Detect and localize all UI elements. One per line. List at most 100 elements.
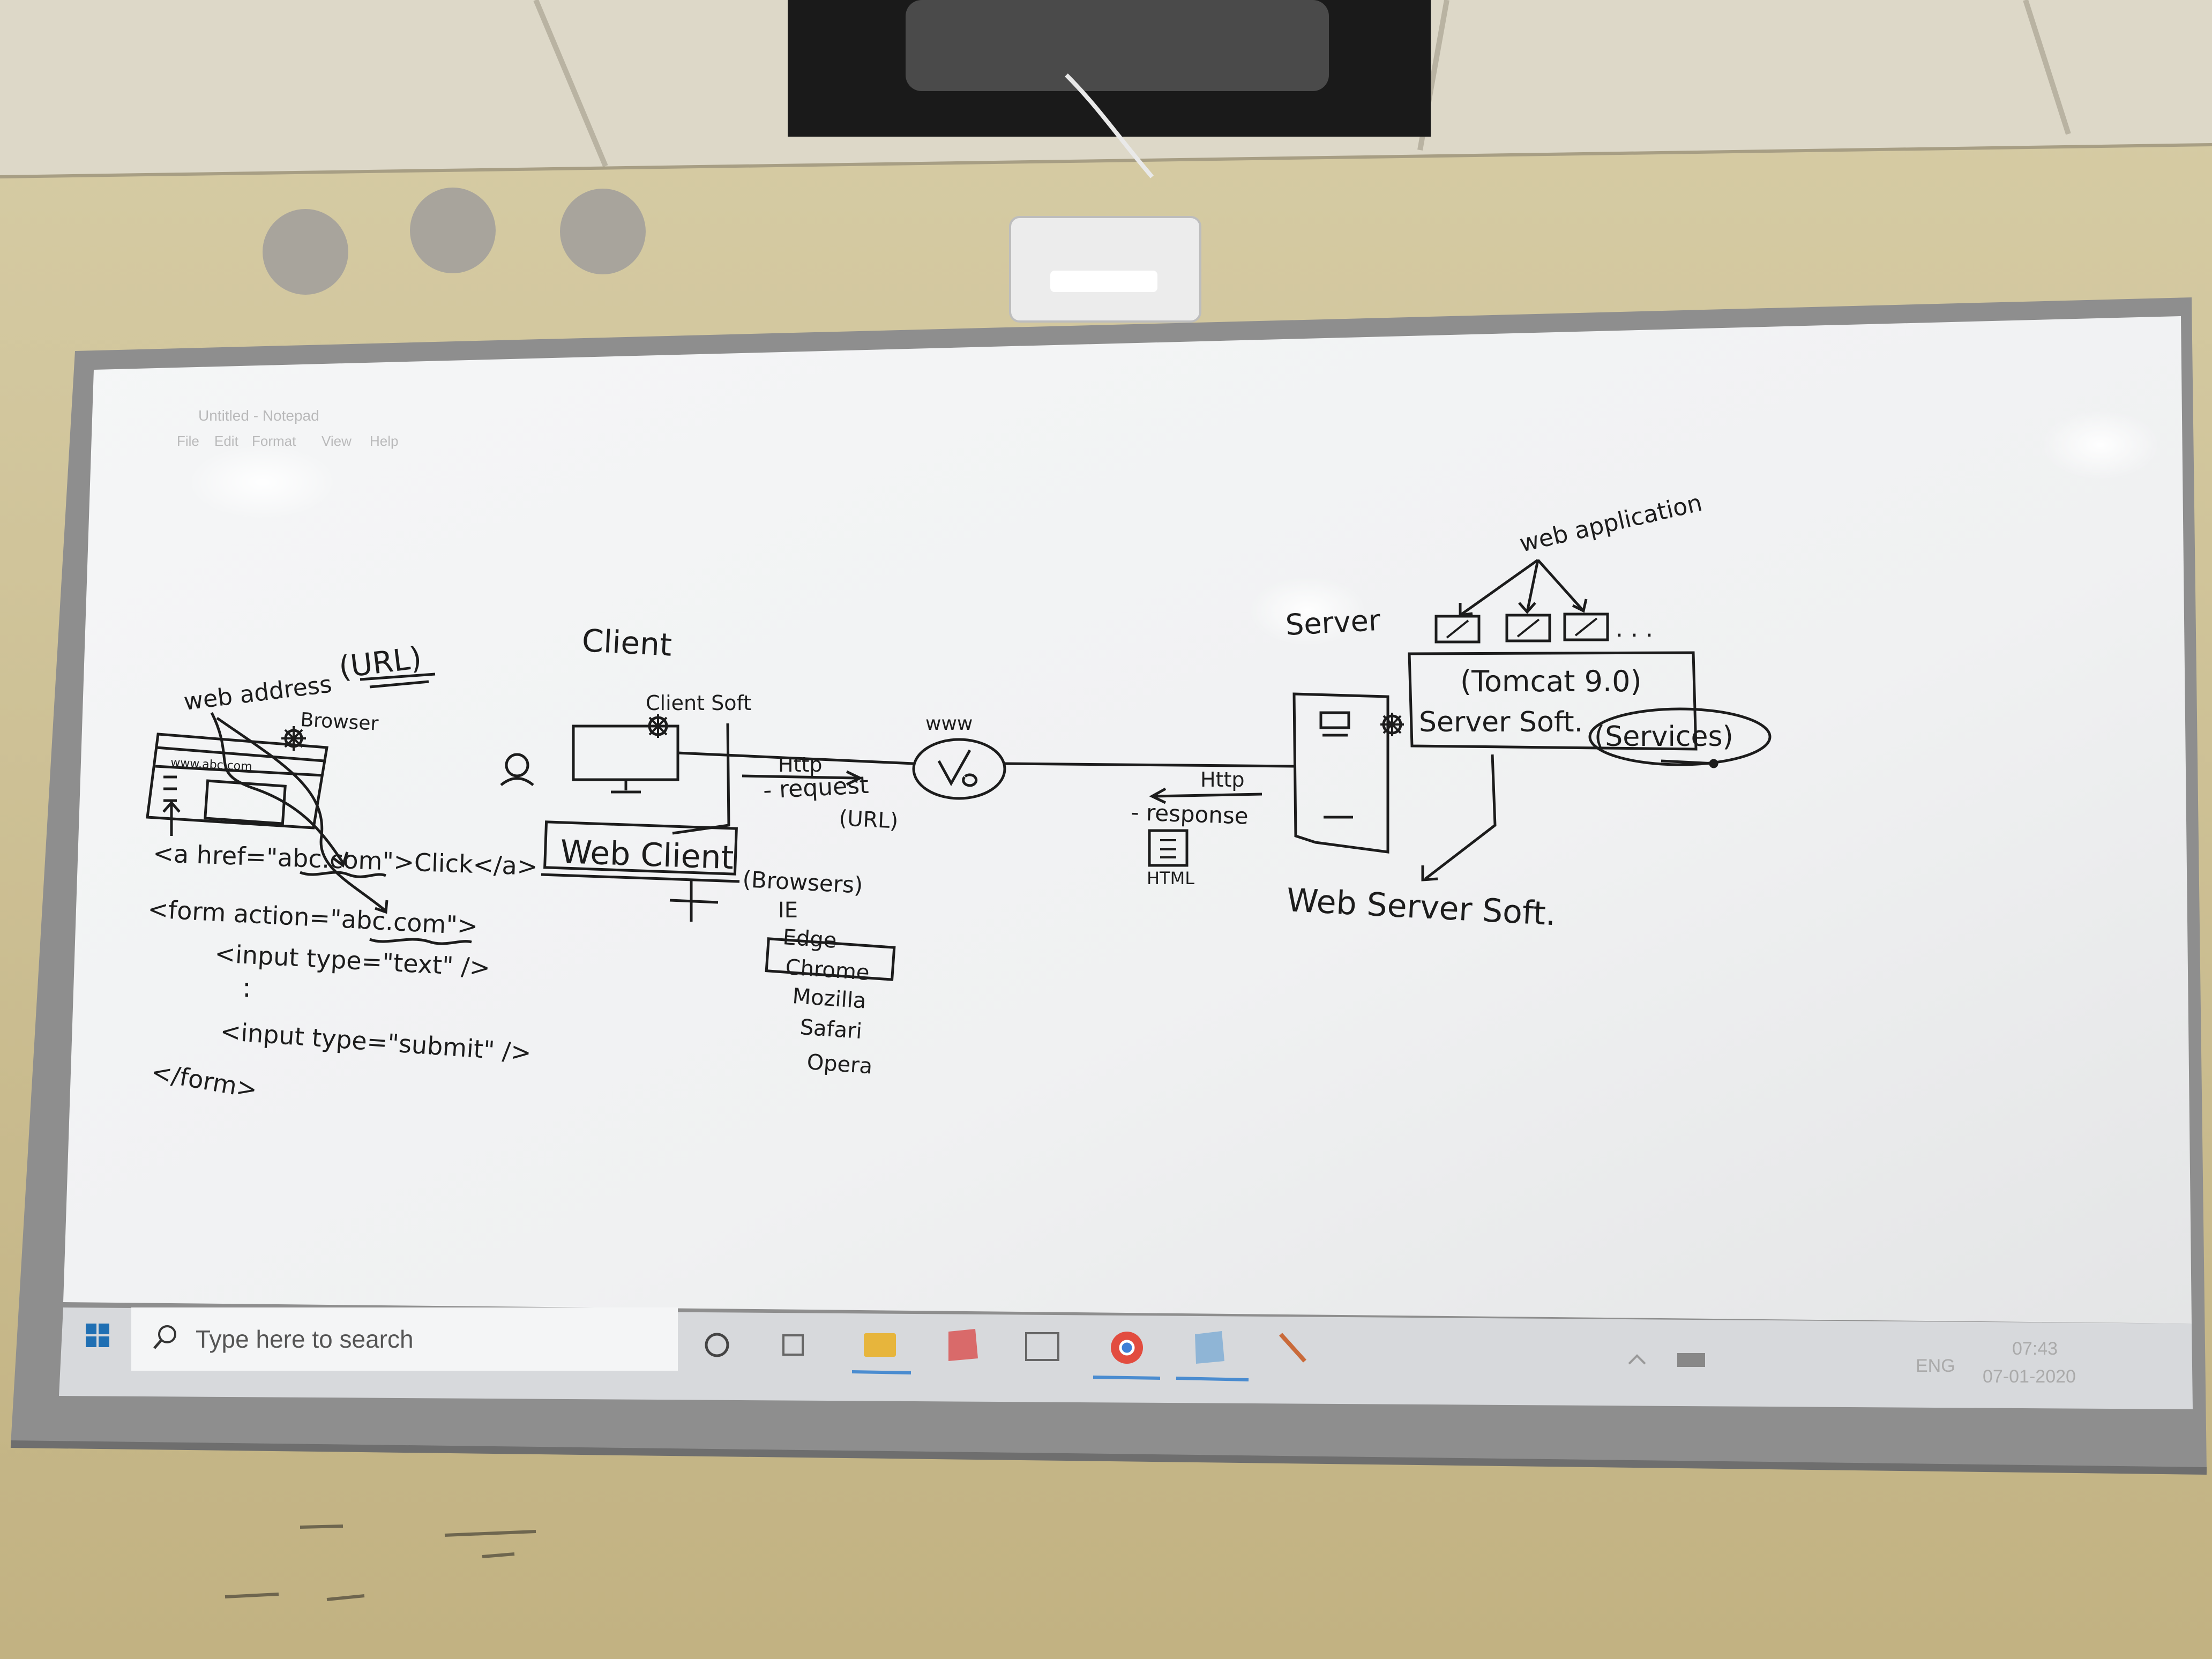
- monitor-stand: [611, 780, 641, 794]
- windows-start-icon[interactable]: [86, 1324, 109, 1347]
- browser-safari: Safari: [799, 1015, 863, 1044]
- browsers-label: (Browsers): [742, 866, 863, 899]
- request-arrowhead: [846, 770, 863, 786]
- notepad-menu-help: Help: [370, 433, 398, 449]
- html-label: HTML: [1147, 868, 1194, 888]
- url-arrow: [216, 716, 387, 912]
- html-document-lines: [1160, 839, 1176, 858]
- url-arrowhead: [331, 851, 349, 868]
- tray-battery-icon: [1677, 1353, 1705, 1367]
- browser-content-box: [204, 779, 287, 825]
- app-window-icon[interactable]: [1025, 1332, 1059, 1361]
- chrome-icon-center: [1119, 1340, 1135, 1356]
- client-section: [500, 714, 896, 981]
- http-response-label: Http: [1200, 768, 1245, 791]
- tray-date: 07-01-2020: [1983, 1366, 2076, 1387]
- web-app-box-3: [1563, 612, 1609, 641]
- html-document: [1148, 829, 1189, 867]
- notepad-icon[interactable]: [1195, 1331, 1224, 1364]
- search-icon-handle: [153, 1339, 162, 1349]
- client-soft-label: Client Soft: [646, 691, 751, 715]
- services-dot: [1709, 759, 1718, 768]
- web-client-box: [543, 820, 738, 876]
- paint-icon[interactable]: [1279, 1333, 1306, 1363]
- projected-taskbar: Type here to search ENG 07:43 07-01-2020: [59, 1307, 2193, 1409]
- notepad-menu-view: View: [322, 433, 352, 449]
- ceiling-speaker: [263, 209, 348, 295]
- ceiling-grid-line: [533, 0, 608, 167]
- network-line-right: [1004, 762, 1296, 768]
- network-line-left: [677, 751, 914, 765]
- response-arrow: [1152, 793, 1262, 798]
- browser-edge: Edge: [782, 925, 838, 953]
- web-app-box-1: [1434, 615, 1481, 644]
- www-globe: [912, 738, 1006, 800]
- web-app-dots: . . .: [1616, 615, 1653, 642]
- notepad-menu-file: File: [177, 433, 199, 449]
- cortana-icon[interactable]: [705, 1333, 729, 1357]
- network-section-text: www Http - request (URL) Http - response…: [763, 713, 1249, 888]
- url-underline: [360, 672, 436, 681]
- ceiling-grid-line: [2023, 0, 2071, 135]
- tray-time: 07:43: [2012, 1339, 2058, 1359]
- light-glare: [1249, 576, 1366, 646]
- url-section: [146, 672, 472, 945]
- file-explorer-active-bar: [851, 1370, 911, 1374]
- web-app-arrowheads: [1459, 599, 1588, 617]
- browser-mozilla: Mozilla: [791, 984, 867, 1014]
- marker-tray: [10, 1440, 2207, 1475]
- client-section-text: Client Client Soft Web Client (Browsers)…: [559, 622, 873, 1079]
- url-underline: [369, 680, 429, 689]
- tray-language[interactable]: ENG: [1916, 1356, 1955, 1376]
- web-app-arrow: [1459, 558, 1585, 617]
- server-gear-spokes: [1380, 713, 1404, 736]
- task-view-icon[interactable]: [782, 1334, 804, 1356]
- browser-opera: Opera: [806, 1050, 873, 1079]
- projector: [1009, 216, 1201, 323]
- web-client-underline: [541, 873, 740, 883]
- web-server-soft-arrow: [1424, 754, 1497, 880]
- taskbar-search-box[interactable]: [131, 1307, 678, 1371]
- file-explorer-icon[interactable]: [864, 1333, 896, 1357]
- browser-label: Browser: [300, 709, 379, 735]
- projector-body: [906, 0, 1329, 91]
- client-heading: Client: [581, 622, 672, 663]
- abc-underline: [300, 871, 386, 878]
- notepad-title: Untitled - Notepad: [198, 407, 319, 424]
- user-body: [500, 777, 534, 786]
- request-arrow: [742, 774, 858, 780]
- user-head: [505, 753, 529, 778]
- web-app-box-marks: [1446, 617, 1598, 639]
- light-glare: [188, 445, 338, 520]
- ceiling-speaker: [410, 188, 496, 273]
- www-label: www: [925, 713, 973, 735]
- client-soft-line: [672, 723, 730, 835]
- web-client-label: Web Client: [559, 833, 734, 877]
- services-arrow: [1661, 759, 1715, 765]
- chrome-active-bar: [1093, 1376, 1161, 1380]
- app-icon[interactable]: [948, 1329, 978, 1361]
- http-request-label: Http: [778, 753, 823, 776]
- ellipsis-mark: :: [242, 972, 251, 1003]
- ceiling-edge: [0, 143, 2212, 178]
- browser-arrow-up: [162, 801, 181, 836]
- network-section: [677, 738, 1296, 867]
- projector-cable: [1065, 73, 1154, 178]
- abc-underline: [369, 938, 472, 945]
- services-label: (Services): [1594, 721, 1733, 753]
- taskbar-search-placeholder: Type here to search: [196, 1325, 414, 1353]
- response-arrowhead: [1149, 787, 1167, 804]
- notepad-active-bar: [1176, 1377, 1249, 1381]
- tray-chevron-icon[interactable]: [1628, 1354, 1646, 1365]
- cross-mark: [669, 879, 719, 922]
- client-gear-spokes: [646, 714, 670, 738]
- tomcat-label: (Tomcat 9.0): [1460, 664, 1642, 698]
- browser-gear-spokes: [281, 726, 306, 751]
- web-server-soft-arrowhead: [1421, 865, 1438, 881]
- request-url-label: (URL): [838, 806, 899, 834]
- ceiling-speaker: [560, 189, 646, 274]
- server-soft-label: Server Soft.: [1419, 706, 1583, 738]
- search-icon: [158, 1325, 176, 1343]
- whiteboard-surface: [63, 316, 2192, 1324]
